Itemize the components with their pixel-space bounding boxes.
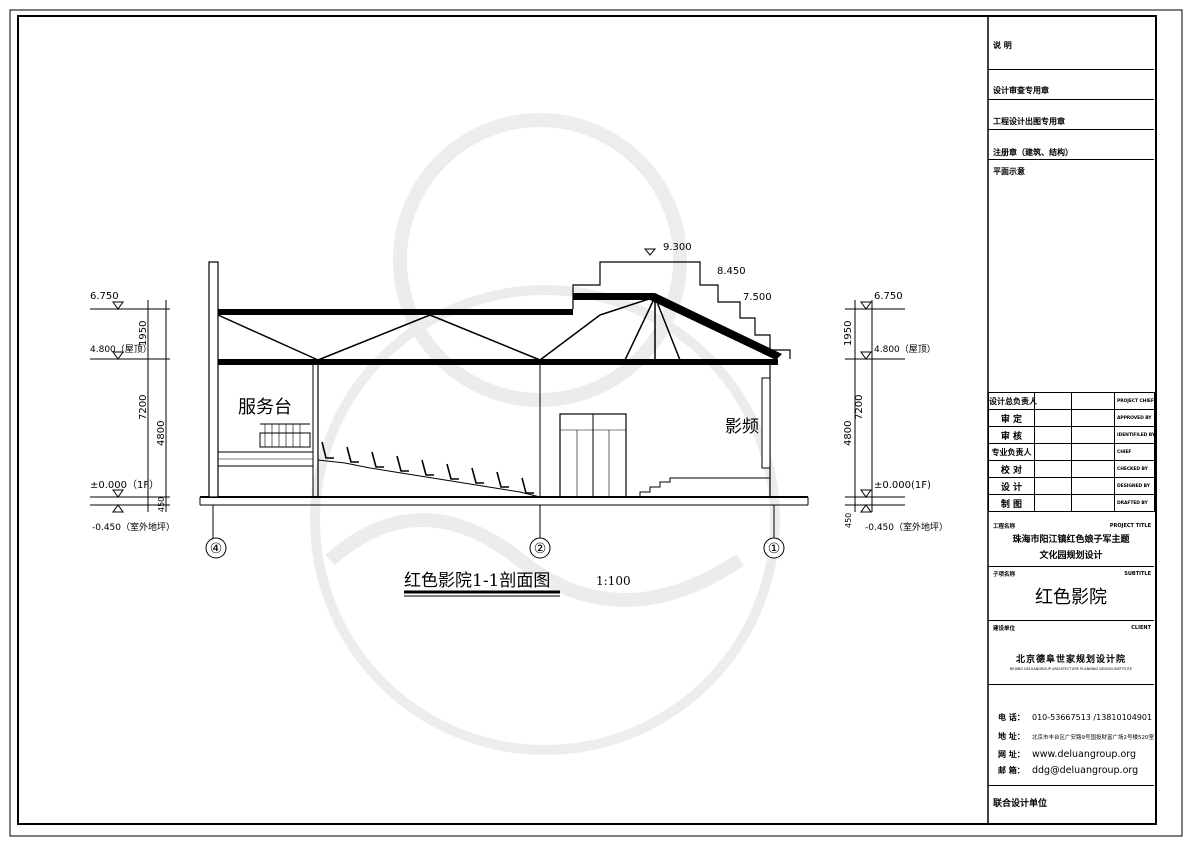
right-dimension-chain bbox=[845, 300, 905, 513]
title-block: 说 明 设计审查专用章 工程设计出图专用章 注册章（建筑、结构） 平面示意 设计… bbox=[988, 16, 1155, 824]
sig-role-en: CHECKED BY bbox=[1114, 460, 1155, 478]
dim-7200-left: 7200 bbox=[138, 395, 149, 420]
dim-450-left: 450 bbox=[157, 497, 166, 512]
review-seal-row: 设计审查专用章 bbox=[988, 70, 1154, 100]
elevation-neg450-right: -0.450（室外地坪） bbox=[865, 521, 948, 533]
sig-role-en: DESIGNED BY bbox=[1114, 477, 1155, 495]
sig-row: 审 核 IDENTIFILED BY bbox=[988, 426, 1155, 444]
registered-seal-label: 注册章（建筑、结构） bbox=[993, 148, 1073, 157]
project-label-en: PROJECT TITLE bbox=[1109, 523, 1151, 529]
elevation-0-left: ±0.000（1F） bbox=[90, 479, 159, 491]
sig-role-en: DRAFTED BY bbox=[1114, 494, 1155, 512]
subtitle-value: 红色影院 bbox=[1035, 587, 1107, 608]
contact-address: 地 址：北京市丰台区广安路9号国投财富广场2号楼520室 bbox=[998, 732, 1154, 741]
contact-phone: 电 话：010-53667513 /13810104901 bbox=[998, 713, 1153, 722]
sig-role: 设 计 bbox=[988, 477, 1035, 495]
dim-1950-left: 1950 bbox=[138, 321, 149, 346]
elevation-7500: 7.500 bbox=[743, 292, 772, 303]
joint-design-label: 联合设计单位 bbox=[993, 799, 1048, 809]
project-name-line1: 珠海市阳江镇红色娘子军主题 bbox=[1012, 535, 1130, 545]
axis-label-1: ① bbox=[768, 541, 781, 557]
inner-border bbox=[17, 15, 1157, 825]
sig-role: 校 对 bbox=[988, 460, 1035, 478]
sig-role-en: IDENTIFILED BY bbox=[1114, 426, 1155, 444]
dim-4800-left: 4800 bbox=[156, 421, 167, 446]
back-shelf bbox=[259, 432, 311, 448]
elevation-9300: 9.300 bbox=[663, 242, 692, 253]
project-label-cn: 工程名称 bbox=[993, 524, 1016, 530]
elevation-neg450-left: -0.450（室外地坪） bbox=[92, 521, 175, 533]
axis-label-2: ② bbox=[534, 541, 547, 557]
drawing-scale: 1:100 bbox=[596, 574, 631, 588]
institute-name-cn: 北京德阜世家规划设计院 bbox=[1015, 655, 1126, 665]
site-plan-label: 平面示意 bbox=[993, 167, 1025, 176]
elevation-6750-right: 6.750 bbox=[874, 291, 903, 302]
lower-roof-slab bbox=[218, 359, 778, 365]
notes-row: 说 明 bbox=[988, 16, 1154, 70]
client-row: 建设单位 CLIENT 北京德阜世家规划设计院 BEIJING DELUANGR… bbox=[988, 621, 1154, 685]
upper-roof-slab bbox=[218, 309, 573, 315]
elevation-8450: 8.450 bbox=[717, 266, 746, 277]
sig-row: 专业负责人 CHIEF bbox=[988, 443, 1155, 461]
elevation-4800-right: 4.800（屋顶） bbox=[874, 344, 936, 355]
review-seal-label: 设计审查专用章 bbox=[993, 86, 1049, 95]
dim-4800-right: 4800 bbox=[843, 421, 854, 446]
output-seal-label: 工程设计出图专用章 bbox=[993, 117, 1065, 126]
sig-row: 设计总负责人 PROJECT CHIEF bbox=[988, 392, 1155, 410]
sig-row: 制 图 DRAFTED BY bbox=[988, 494, 1155, 512]
left-wall bbox=[208, 261, 219, 498]
dim-7200-right: 7200 bbox=[854, 395, 865, 420]
sig-role: 专业负责人 bbox=[988, 443, 1035, 461]
projection-screen bbox=[761, 377, 771, 469]
sig-row: 审 定 APPROVED BY bbox=[988, 409, 1155, 427]
sig-role: 审 核 bbox=[988, 426, 1035, 444]
subtitle-row: 子项名称 SUBTITLE 红色影院 bbox=[988, 567, 1154, 621]
client-label-en: CLIENT bbox=[1131, 625, 1151, 631]
sig-role-en: CHIEF bbox=[1114, 443, 1155, 461]
elevation-6750-left: 6.750 bbox=[90, 291, 119, 302]
sig-role-en: PROJECT CHIEF bbox=[1114, 392, 1155, 410]
client-label-cn: 建设单位 bbox=[993, 626, 1016, 632]
sig-role: 设计总负责人 bbox=[988, 392, 1037, 410]
watermark-logo bbox=[310, 113, 780, 755]
signature-grid: 设计总负责人 PROJECT CHIEF 审 定 APPROVED BY 审 核… bbox=[988, 392, 1155, 512]
axis-markers bbox=[205, 505, 785, 559]
stepped-gable bbox=[572, 261, 791, 359]
room-service-desk: 服务台 bbox=[238, 397, 292, 418]
dim-1950-right: 1950 bbox=[843, 321, 854, 346]
elevation-0-right: ±0.000(1F) bbox=[874, 480, 931, 491]
outer-border bbox=[9, 9, 1183, 837]
sig-role: 制 图 bbox=[988, 494, 1035, 512]
project-name-line2: 文化园规划设计 bbox=[1039, 551, 1103, 561]
axis-label-4: ④ bbox=[210, 541, 223, 557]
contact-email: 邮 箱：ddg@deluangroup.org bbox=[998, 765, 1139, 776]
joint-design-row: 联合设计单位 bbox=[988, 786, 1154, 824]
institute-name-en: BEIJING DELUANGROUP ARCHITECTURE PLANNIN… bbox=[1009, 667, 1133, 671]
cinema-seats bbox=[321, 441, 534, 494]
registered-seal-row: 注册章（建筑、结构） bbox=[988, 130, 1154, 160]
site-plan-row: 平面示意 bbox=[988, 160, 1154, 392]
tiered-floor bbox=[317, 459, 541, 498]
sig-row: 校 对 CHECKED BY bbox=[988, 460, 1155, 478]
sig-role-en: APPROVED BY bbox=[1114, 409, 1155, 427]
drawing-title: 红色影院1-1剖面图 bbox=[404, 571, 550, 591]
contact-row: 电 话：010-53667513 /13810104901 地 址：北京市丰台区… bbox=[988, 685, 1154, 786]
room-projection: 影频 bbox=[725, 417, 759, 437]
subtitle-label-cn: 子项名称 bbox=[993, 572, 1016, 578]
sloped-roof bbox=[650, 293, 782, 360]
left-dimension-chain bbox=[90, 300, 170, 513]
project-title-row: 工程名称 PROJECT TITLE 珠海市阳江镇红色娘子军主题 文化园规划设计 bbox=[988, 519, 1154, 567]
notes-label: 说 明 bbox=[993, 41, 1012, 50]
contact-website: 网 址：www.deluangroup.org bbox=[998, 749, 1137, 760]
output-seal-row: 工程设计出图专用章 bbox=[988, 100, 1154, 130]
sig-row: 设 计 DESIGNED BY bbox=[988, 477, 1155, 495]
stage-steps bbox=[639, 477, 770, 497]
sig-role: 审 定 bbox=[988, 409, 1035, 427]
roof-truss bbox=[217, 296, 681, 361]
dim-450-right: 450 bbox=[844, 513, 853, 528]
elevation-4800-left: 4.800（屋顶） bbox=[90, 344, 152, 355]
subtitle-label-en: SUBTITLE bbox=[1124, 571, 1151, 577]
